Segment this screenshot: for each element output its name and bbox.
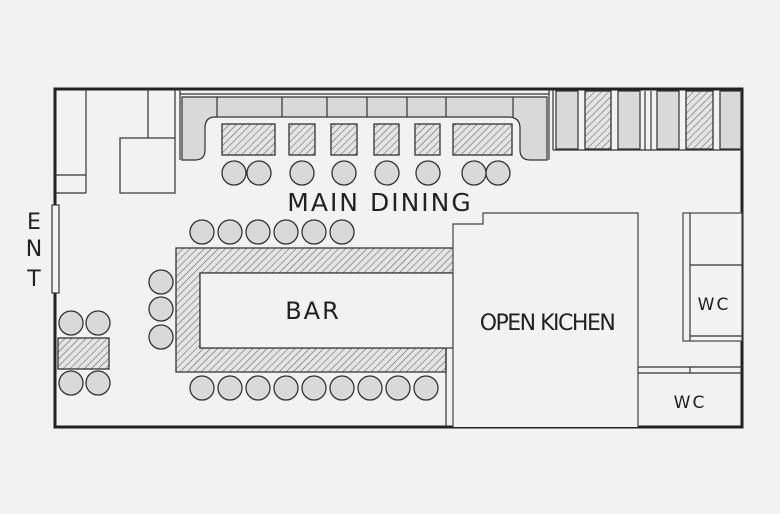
- dining-chairs: [221, 160, 511, 186]
- table[interactable]: [57, 337, 110, 370]
- booth-dividers: [216, 89, 550, 160]
- booth-seat: [719, 90, 742, 150]
- stool[interactable]: [385, 375, 411, 401]
- stool[interactable]: [329, 375, 355, 401]
- stool[interactable]: [357, 375, 383, 401]
- booth-seat: [656, 90, 680, 150]
- stool[interactable]: [189, 219, 215, 245]
- dining-tables: [221, 123, 513, 156]
- wc-lower-label: WC: [674, 393, 707, 413]
- booth-seat: [617, 90, 641, 150]
- stool[interactable]: [245, 219, 271, 245]
- chair[interactable]: [58, 310, 84, 336]
- stool[interactable]: [217, 219, 243, 245]
- chair[interactable]: [415, 160, 441, 186]
- stool[interactable]: [217, 375, 243, 401]
- entrance-letter: E: [27, 210, 41, 235]
- stool[interactable]: [148, 296, 174, 322]
- chair[interactable]: [85, 310, 111, 336]
- table[interactable]: [221, 123, 276, 156]
- chair[interactable]: [461, 160, 487, 186]
- chair[interactable]: [246, 160, 272, 186]
- bar-area: [199, 272, 454, 349]
- table[interactable]: [584, 90, 612, 150]
- open-kitchen-area: [452, 212, 639, 427]
- chair[interactable]: [58, 370, 84, 396]
- stool[interactable]: [301, 375, 327, 401]
- stool[interactable]: [273, 375, 299, 401]
- bar-label: BAR: [285, 297, 341, 325]
- chair[interactable]: [289, 160, 315, 186]
- stool[interactable]: [273, 219, 299, 245]
- stool[interactable]: [245, 375, 271, 401]
- table[interactable]: [373, 123, 400, 156]
- stool[interactable]: [148, 324, 174, 350]
- stool[interactable]: [189, 375, 215, 401]
- entrance-letter: N: [26, 237, 42, 262]
- chair[interactable]: [485, 160, 511, 186]
- bar-stools: [148, 219, 439, 401]
- table[interactable]: [330, 123, 358, 156]
- open-kitchen-label: OPEN KICHEN: [480, 311, 615, 336]
- table[interactable]: [288, 123, 316, 156]
- chair[interactable]: [374, 160, 400, 186]
- entrance-door[interactable]: [51, 204, 60, 294]
- booth-seat: [555, 90, 579, 150]
- storage-area: [55, 89, 549, 194]
- table[interactable]: [685, 90, 714, 150]
- main-dining-label: MAIN DINING: [287, 188, 472, 217]
- stool[interactable]: [329, 219, 355, 245]
- table[interactable]: [452, 123, 513, 156]
- wc-lower-room: [638, 366, 742, 374]
- wc-upper-room: [682, 212, 743, 342]
- booth-seating: [181, 96, 548, 161]
- table[interactable]: [414, 123, 441, 156]
- chair[interactable]: [331, 160, 357, 186]
- right-booths: [552, 89, 742, 151]
- stool[interactable]: [413, 375, 439, 401]
- entrance-table-set: [57, 310, 111, 396]
- wc-upper-label: WC: [698, 295, 731, 315]
- entrance-label: E N T: [26, 210, 42, 292]
- stool[interactable]: [148, 269, 174, 295]
- chair[interactable]: [221, 160, 247, 186]
- chair[interactable]: [85, 370, 111, 396]
- stool[interactable]: [301, 219, 327, 245]
- entrance-letter: T: [26, 267, 41, 292]
